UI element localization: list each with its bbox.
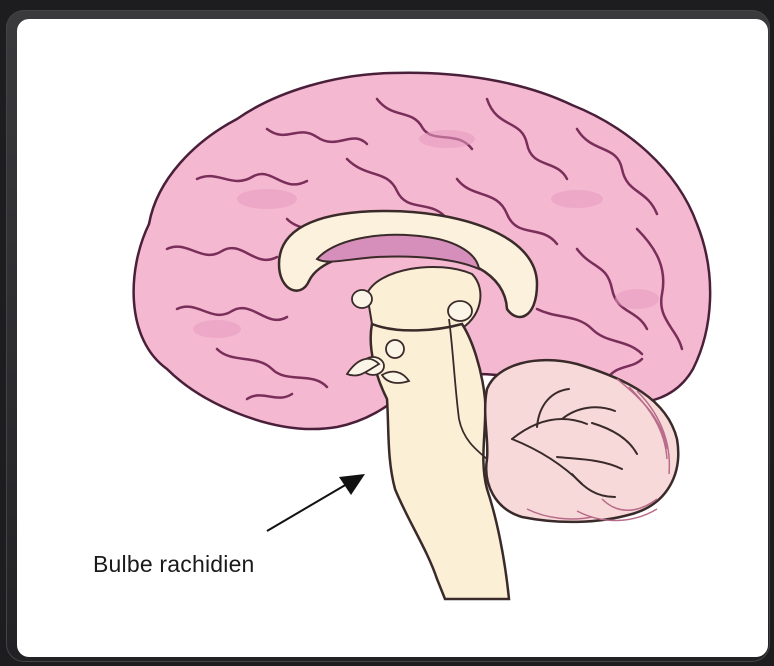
pointer-arrow-line [267,484,347,531]
medulla-label: Bulbe rachidien [93,551,255,578]
pointer-arrow-head [339,474,365,495]
diagram-card: Bulbe rachidien [17,19,768,657]
